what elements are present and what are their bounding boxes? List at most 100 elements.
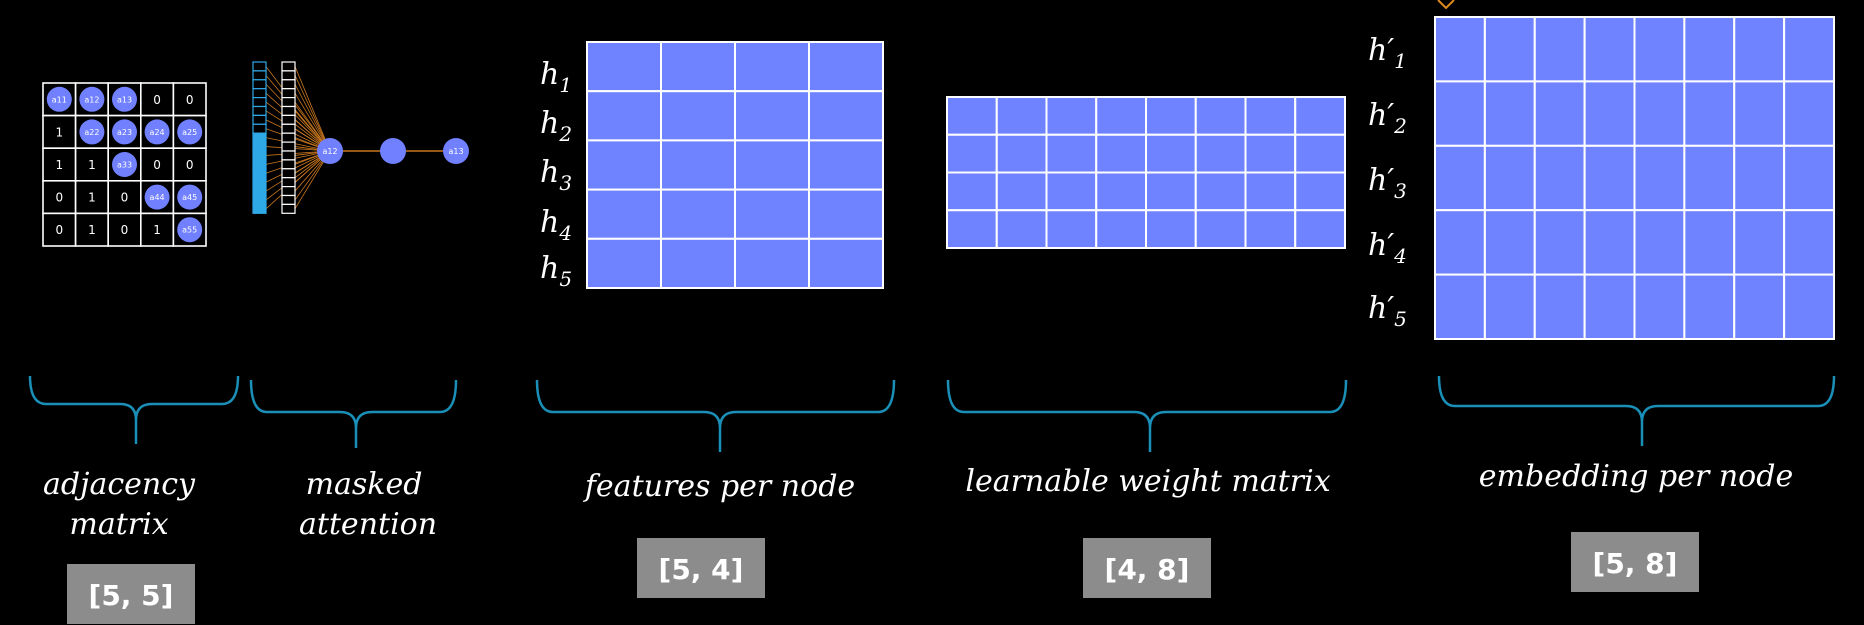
weight-cell	[1045, 171, 1098, 212]
features-cell	[808, 188, 884, 240]
adjacency-cell-label: a23	[117, 128, 132, 137]
attention-edge	[265, 150, 331, 210]
weight-cell	[1145, 209, 1197, 249]
features-cell	[734, 237, 810, 290]
embedding-cell	[1533, 273, 1586, 341]
weight-cell	[995, 171, 1048, 212]
weight-cell	[1194, 209, 1247, 249]
embedding-cell	[1533, 80, 1586, 147]
adjacency-cell-label: 1	[55, 158, 63, 172]
embedding-cell	[1683, 16, 1736, 83]
weight-cell	[1045, 96, 1098, 136]
embedding-cell	[1583, 273, 1636, 341]
adjacency-cell-label: 1	[55, 125, 63, 139]
features-cell	[808, 90, 884, 142]
features-cell	[586, 139, 662, 191]
attention-vector-cell	[252, 61, 267, 72]
features-cell	[660, 139, 736, 191]
weight-cell	[1145, 171, 1197, 212]
weight-cell	[946, 171, 998, 212]
adjacency-cell-label: 0	[121, 223, 129, 237]
feature-row-label-3: h3	[540, 155, 572, 195]
adjacency-cell	[172, 147, 207, 182]
embedding-cell	[1434, 16, 1486, 83]
attention-vector-cell	[281, 88, 296, 99]
features-cell	[586, 41, 662, 93]
adjacency-cell-label: 1	[88, 158, 96, 172]
weight-cell	[1095, 133, 1147, 174]
weight-cell	[1194, 171, 1247, 212]
adjacency-attention-node	[112, 152, 137, 177]
embedding-cell	[1434, 80, 1486, 147]
embedding-cell	[1783, 80, 1835, 147]
weight-cell	[1294, 171, 1346, 212]
attention-vector-cell	[281, 177, 296, 188]
adjacency-cell-label: 0	[153, 93, 161, 107]
attention-vector-cell	[281, 203, 296, 214]
adjacency-cell-label: 0	[186, 158, 194, 172]
attention-vector-cell	[281, 123, 296, 134]
weight-cell	[995, 133, 1048, 174]
weight-cell	[1145, 96, 1197, 136]
embedding-cell	[1583, 209, 1636, 276]
embedding-cell	[1683, 209, 1736, 276]
weight-cell	[1095, 171, 1147, 212]
features-cell	[660, 41, 736, 93]
embedding-cell	[1434, 144, 1486, 212]
brace-weights	[946, 379, 1348, 452]
features-cell	[734, 139, 810, 191]
weights-label: learnable weight matrix	[965, 464, 1330, 499]
attention-vector-cell	[281, 150, 296, 161]
brace-features	[535, 379, 896, 452]
adjacency-cell	[140, 212, 175, 247]
embedding-row-label-4: h′4	[1368, 228, 1407, 268]
embedding-cell	[1483, 273, 1536, 341]
features-matrix	[586, 41, 884, 290]
shape-box-features: [5, 4]	[637, 538, 765, 598]
attention-node	[317, 138, 343, 164]
embedding-cell	[1783, 144, 1835, 212]
embedding-row-label-1: h′1	[1368, 33, 1407, 73]
feature-row-label-4: h4	[540, 205, 572, 245]
embedding-row-labels: h′1 h′2 h′3 h′4 h′5	[1368, 33, 1407, 331]
shape-label-embedding: [5, 8]	[1593, 547, 1678, 580]
embedding-cell	[1483, 16, 1536, 83]
adjacency-cell-label: a44	[150, 193, 165, 202]
embedding-cell	[1533, 16, 1586, 83]
shape-box-weights: [4, 8]	[1083, 538, 1211, 598]
features-cell	[586, 188, 662, 240]
adjacency-cell	[107, 212, 142, 247]
weight-matrix	[946, 96, 1346, 249]
weight-cell	[1194, 96, 1247, 136]
weight-cell	[1294, 209, 1346, 249]
embedding-cell	[1483, 80, 1536, 147]
embedding-matrix	[1434, 16, 1835, 341]
adjacency-label-line2: matrix	[69, 507, 168, 542]
embedding-row-label-5: h′5	[1368, 291, 1407, 331]
attention-vector-cell	[252, 150, 267, 161]
attention-node	[380, 138, 406, 164]
features-cell	[734, 90, 810, 142]
features-cell	[660, 237, 736, 290]
adjacency-cell-label: 0	[55, 191, 63, 205]
weight-cell	[1045, 209, 1098, 249]
weight-cell	[995, 209, 1048, 249]
attention-vector-cell	[281, 70, 296, 81]
weight-cell	[995, 96, 1048, 136]
shape-label-adjacency: [5, 5]	[89, 579, 174, 612]
weight-cell	[1244, 133, 1297, 174]
weight-cell	[1095, 96, 1147, 136]
shape-label-features: [5, 4]	[659, 553, 744, 586]
embedding-cell	[1683, 80, 1736, 147]
attention-vector-cell	[252, 79, 267, 90]
attention-vector-cell	[252, 70, 267, 81]
embedding-cell	[1633, 273, 1686, 341]
attention-node	[443, 138, 469, 164]
adjacency-attention-node	[112, 119, 137, 145]
features-cell	[734, 41, 810, 93]
weight-cell	[1045, 133, 1098, 174]
adjacency-cell	[172, 82, 207, 117]
embedding-row-label-3: h′3	[1368, 163, 1407, 203]
embedding-cell	[1434, 273, 1486, 341]
